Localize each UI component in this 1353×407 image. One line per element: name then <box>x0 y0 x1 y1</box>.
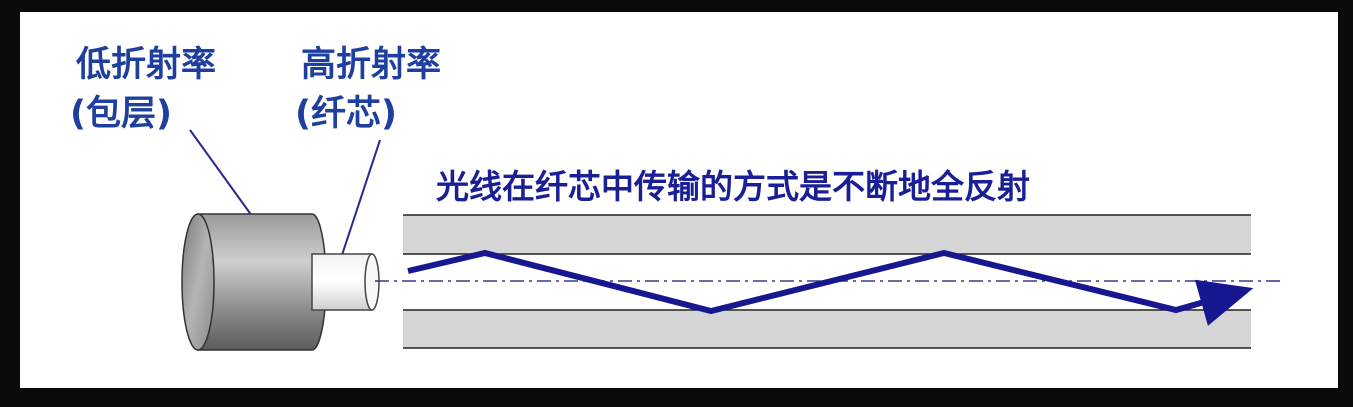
upper-cladding-band <box>403 215 1251 254</box>
core-label: 高折射率 <box>301 45 441 85</box>
fiber-cylinder <box>181 213 380 351</box>
cladding-body <box>197 213 327 351</box>
light-ray-path <box>407 249 1254 326</box>
optical-fiber-diagram: 低折射率 (包层) 高折射率 (纤芯) 光线在纤芯中传输的方式是不断地全反射 <box>70 45 1282 351</box>
diagram-frame: 低折射率 (包层) 高折射率 (纤芯) 光线在纤芯中传输的方式是不断地全反射 <box>20 12 1338 388</box>
transmission-caption: 光线在纤芯中传输的方式是不断地全反射 <box>436 167 1030 206</box>
cladding-leader-line <box>189 129 253 217</box>
core-end <box>364 253 380 311</box>
lower-cladding-band <box>403 310 1251 348</box>
fiber-section <box>375 214 1282 349</box>
cladding-end <box>181 213 215 351</box>
cladding-sublabel: (包层) <box>70 94 172 134</box>
core-sublabel: (纤芯) <box>295 94 397 134</box>
cladding-label: 低折射率 <box>76 45 216 85</box>
core-leader-line <box>341 139 381 256</box>
